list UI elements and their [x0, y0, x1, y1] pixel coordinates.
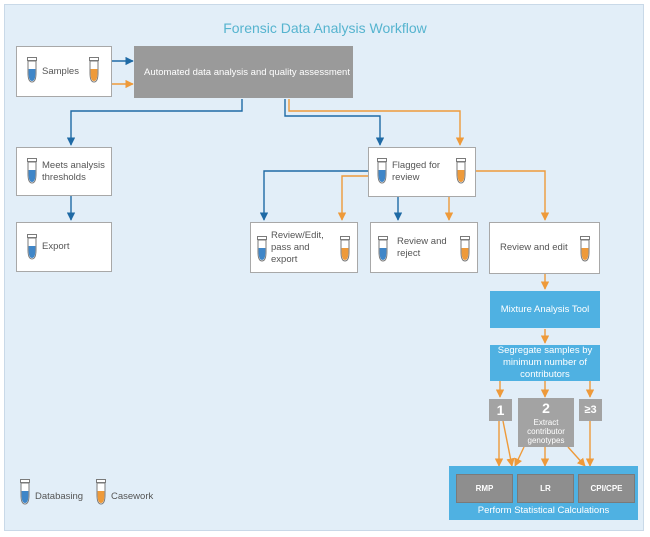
review-reject-node[interactable]: Review and reject [370, 222, 478, 273]
legend-casework-tube-icon [96, 479, 106, 505]
cpi-cpe-label: CPI/CPE [590, 484, 623, 493]
databasing-tube-icon [257, 236, 267, 262]
perform-statistics-label: Perform Statistical Calculations [477, 505, 610, 516]
samples-label: Samples [42, 65, 79, 77]
legend-databasing-tube-icon [20, 479, 30, 505]
review-edit-label: Review and edit [500, 242, 568, 253]
lr-label: LR [540, 484, 551, 493]
databasing-tube-icon [27, 57, 37, 83]
mixture-analysis-tool-label: Mixture Analysis Tool [500, 303, 590, 315]
databasing-tube-icon [378, 236, 388, 262]
arrow-flagged-reviewedit-casework [476, 170, 550, 221]
legend-casework-label: Casework [111, 491, 154, 502]
segregate-samples-node[interactable]: Segregate samples by minimum number of c… [490, 345, 600, 381]
arrow-one-lr [502, 420, 515, 467]
review-edit-pass-label: Review/Edit, pass and export [271, 229, 324, 265]
mixture-analysis-tool-node[interactable]: Mixture Analysis Tool [490, 291, 600, 328]
legend-databasing-label: Databasing [35, 491, 84, 502]
cpi-cpe-button[interactable]: CPI/CPE [578, 474, 635, 503]
one-contributor-box[interactable]: 1 [489, 399, 512, 421]
review-edit-pass-node[interactable]: Review/Edit, pass and export [250, 222, 358, 273]
arrow-two-lr-left [514, 446, 525, 467]
databasing-tube-icon [27, 234, 37, 260]
casework-tube-icon [340, 236, 350, 262]
flagged-review-label: Flagged for review [392, 160, 441, 183]
rmp-button[interactable]: RMP [456, 474, 513, 503]
arrow-automated-meets [66, 99, 243, 146]
segregate-samples-label: Segregate samples by minimum number of c… [497, 345, 593, 380]
databasing-tube-icon [377, 158, 387, 184]
databasing-tube-icon [27, 158, 37, 184]
arrow-flagged-reviewpass-casework [337, 175, 368, 221]
rmp-label: RMP [475, 484, 494, 493]
casework-tube-icon [460, 236, 470, 262]
automated-analysis-node[interactable]: Automated data analysis and quality asse… [134, 46, 353, 98]
review-reject-label: Review and reject [397, 235, 447, 259]
three-plus-contributors-box[interactable]: ≥3 [579, 399, 602, 421]
two-contributors-label: 2 [542, 400, 550, 416]
export-label: Export [42, 241, 70, 252]
arrow-automated-flagged-casework [288, 99, 465, 146]
lr-button[interactable]: LR [517, 474, 574, 503]
arrow-flagged-reviewpass-databasing [259, 170, 368, 221]
casework-tube-icon [89, 57, 99, 83]
meets-thresholds-label: Meets analysis thresholds [42, 159, 105, 183]
casework-tube-icon [580, 236, 590, 262]
arrow-automated-flagged-databasing [284, 99, 385, 146]
diagram-title: Forensic Data Analysis Workflow [223, 20, 427, 36]
three-plus-contributors-label: ≥3 [584, 404, 597, 416]
extract-genotypes-label: Extract contributor genotypes [527, 418, 565, 445]
two-contributors-box[interactable]: 2 Extract contributor genotypes [518, 398, 574, 447]
automated-analysis-label: Automated data analysis and quality asse… [144, 66, 350, 78]
one-contributor-label: 1 [496, 402, 505, 418]
casework-tube-icon [456, 158, 466, 184]
arrow-two-cpi [567, 446, 586, 467]
